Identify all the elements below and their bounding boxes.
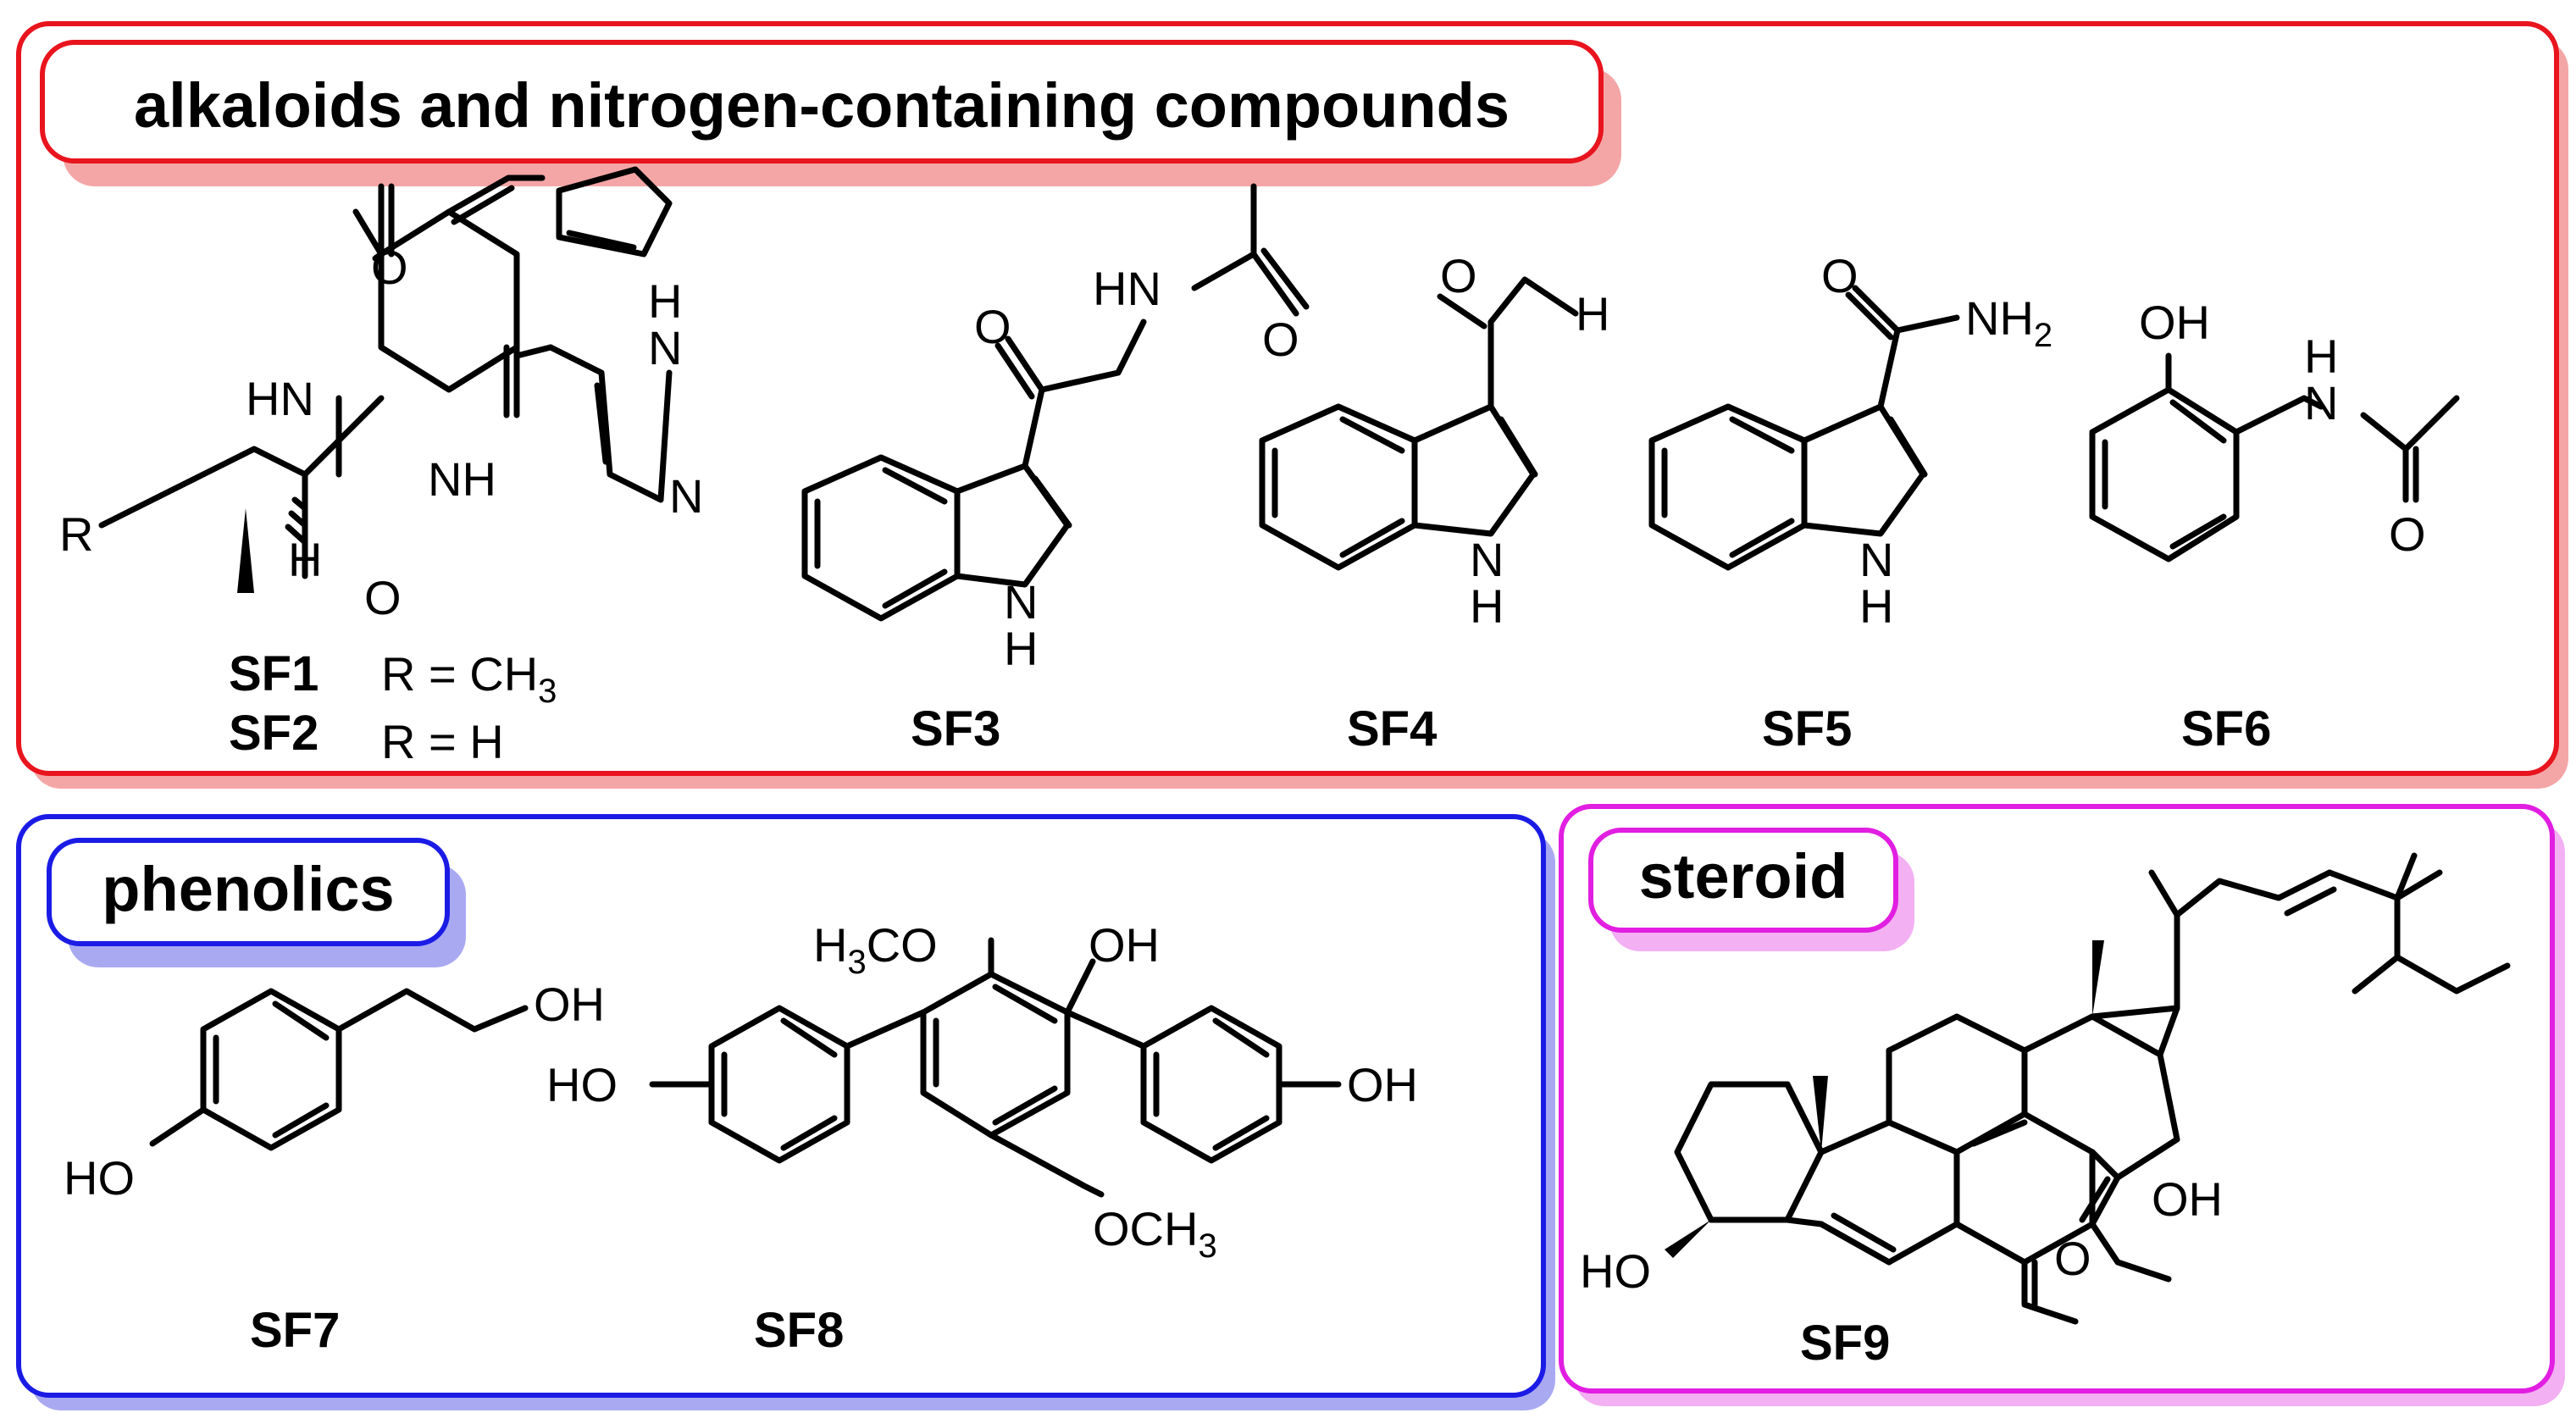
sf3-n: N [1004,575,1038,629]
sf5-label: SF5 [1762,701,1852,756]
sf6-h: H [2304,330,2338,383]
sf9-o: O [2054,1232,2091,1285]
sf1-r: R [59,507,93,561]
sf6-o: O [2389,507,2426,561]
sf1-imidazole [513,344,673,503]
steroid-title: steroid [1639,841,1848,911]
sf5-structure [1648,285,1960,571]
sf7-ho: HO [64,1151,135,1205]
sf3-h: H [1004,622,1038,675]
steroid-panel: steroid HO O OH SF9 [1559,804,2565,1406]
steroid-title-box [1588,828,1898,933]
sf1-imid-n1: N [648,321,682,374]
sf7-structure [149,988,529,1151]
sf3-o2: O [1262,313,1299,366]
sf5-nh2: NH2 [1965,291,2052,354]
alkaloids-title-box [40,40,1604,163]
sf1-label: SF1 [229,646,319,701]
sf2-label: SF2 [229,706,319,761]
sf5-o: O [1821,249,1859,302]
sf1-nh: NH [428,452,496,506]
alkaloids-panel: alkaloids and nitrogen-containing compou… [16,21,2568,789]
sf9-oh: OH [2152,1172,2223,1226]
sf8-oh-right: OH [1347,1058,1418,1111]
sf1-o-top: O [371,241,408,294]
sf8-label: SF8 [754,1303,844,1358]
sf5-nh2-sub: 2 [2034,317,2052,354]
sf1-o-bottom: O [364,571,402,624]
phenolics-title-box [47,838,450,946]
sf3-o1: O [974,300,1011,353]
alkaloids-title: alkaloids and nitrogen-containing compou… [134,70,1510,141]
sf4-o: O [1440,249,1477,302]
sf8-structure [649,937,1342,1198]
sf6-n: N [2304,376,2338,429]
alkaloids-panel-frame [16,21,2559,776]
sf1-hn: HN [246,372,314,425]
sf1-r-sub: 3 [538,673,557,710]
sf5-n: N [1859,533,1893,586]
sf9-structure [1665,852,2511,1325]
sf6-label: SF6 [2181,701,2271,756]
sf6-structure [2089,352,2460,562]
sf4-n: N [1470,533,1504,586]
sf7-oh: OH [534,978,605,1031]
sf3-structure [801,183,1310,622]
sf4-label: SF4 [1347,701,1437,756]
phenolics-title: phenolics [102,854,394,924]
sf1-imid-h: H [648,274,682,328]
sf5-h: H [1859,579,1893,633]
sf9-label: SF9 [1800,1316,1890,1371]
sf7-label: SF7 [250,1303,340,1358]
sf1-r-def: R = CH3 [381,647,557,710]
sf2-r-def: R = H [381,715,504,768]
sf8-och3: OCH3 [1093,1202,1217,1265]
sf3-label: SF3 [911,701,1000,756]
sf1-structure [98,166,673,593]
sf3-hn: HN [1093,262,1161,315]
sf8-oh-top: OH [1089,918,1160,972]
phenolics-panel: phenolics OH HO SF7 H3CO OH HO OH [16,814,1555,1410]
sf8-h3co: H3CO [813,918,938,981]
sf8-ho-left: HO [546,1058,618,1111]
sf1-imid-n3: N [669,469,703,523]
sf1-h-stereo: H [288,533,322,586]
sf4-h-ald: H [1576,287,1609,341]
steroid-panel-frame [1559,804,2555,1394]
sf4-structure [1259,276,1579,571]
sf9-ho: HO [1580,1244,1651,1298]
sf6-oh: OH [2139,296,2210,349]
sf4-h: H [1470,579,1504,633]
